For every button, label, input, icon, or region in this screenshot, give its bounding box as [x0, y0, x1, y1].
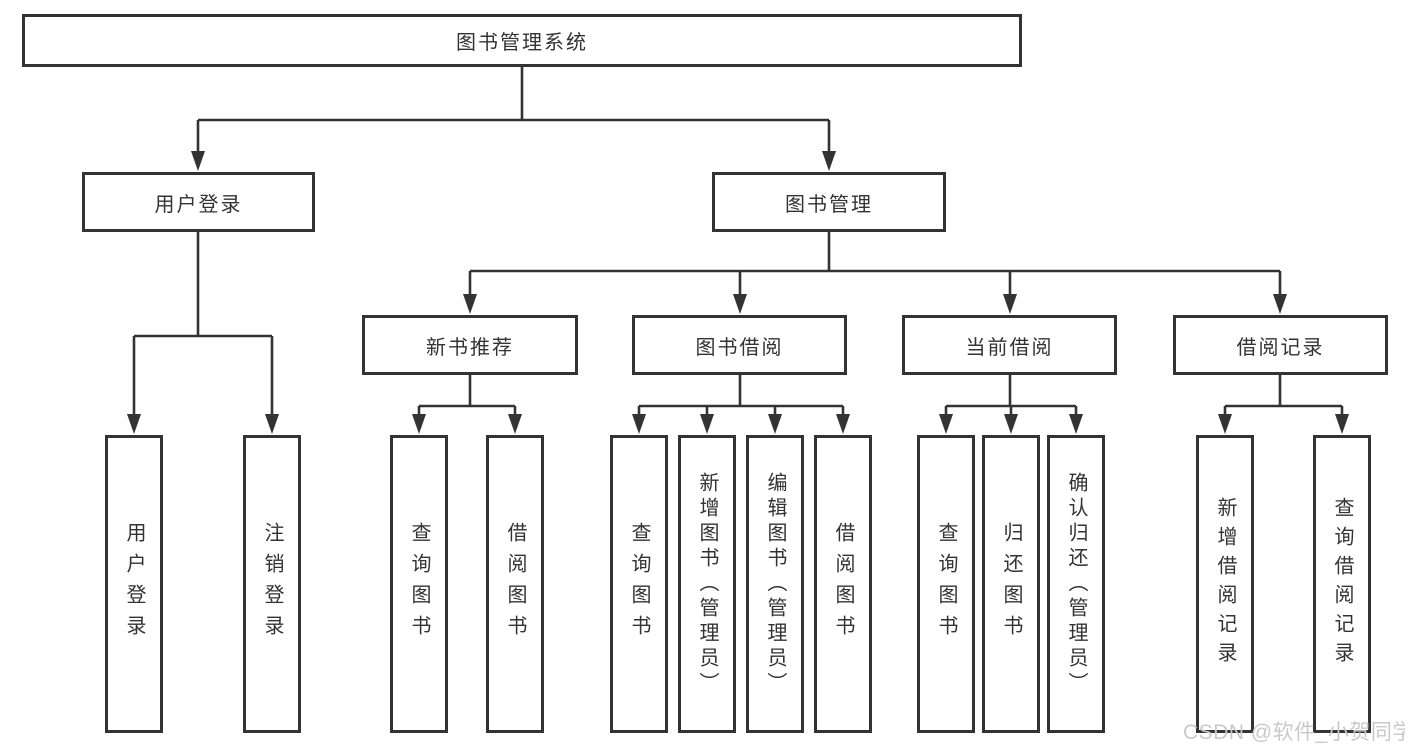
leaf-edit-books-admin: 编辑图书（管理员） — [746, 435, 804, 733]
node-label: 借阅记录 — [1236, 336, 1325, 359]
node-label: 新增借阅记录 — [1214, 497, 1236, 671]
node-new-book-recommend: 新书推荐 — [362, 315, 578, 375]
node-current-borrow: 当前借阅 — [902, 315, 1117, 375]
node-label: 确认归还（管理员） — [1065, 471, 1087, 697]
node-label: 借阅图书 — [504, 522, 526, 646]
node-label: 图书借阅 — [695, 336, 784, 359]
node-root-book-management-system: 图书管理系统 — [22, 14, 1022, 67]
node-label: 图书管理系统 — [456, 32, 588, 54]
node-user-login: 用户登录 — [82, 172, 315, 232]
node-label: 查询图书 — [628, 522, 650, 646]
node-label: 用户登录 — [154, 193, 243, 216]
node-label: 归还图书 — [1000, 522, 1022, 646]
node-label: 编辑图书（管理员） — [764, 471, 786, 697]
watermark: CSDN @软件_小贺同学 — [1183, 721, 1405, 744]
node-label: 查询图书 — [408, 522, 430, 646]
node-book-borrow: 图书借阅 — [632, 315, 847, 375]
leaf-query-books-recommend: 查询图书 — [390, 435, 448, 733]
leaf-user-login: 用户登录 — [105, 435, 163, 733]
node-label: 借阅图书 — [832, 522, 854, 646]
node-book-management: 图书管理 — [712, 172, 946, 232]
leaf-logout: 注销登录 — [243, 435, 301, 733]
node-label: 查询图书 — [935, 522, 957, 646]
leaf-query-books-current: 查询图书 — [917, 435, 975, 733]
leaf-add-borrow-record: 新增借阅记录 — [1196, 435, 1254, 733]
node-label: 图书管理 — [785, 193, 873, 216]
node-label: 新书推荐 — [426, 336, 514, 359]
leaf-add-books-admin: 新增图书（管理员） — [678, 435, 736, 733]
node-label: 注销登录 — [261, 522, 283, 646]
node-label: 当前借阅 — [965, 336, 1054, 359]
leaf-borrow-books-recommend: 借阅图书 — [486, 435, 544, 733]
node-label: 新增图书（管理员） — [696, 471, 718, 697]
leaf-confirm-return-admin: 确认归还（管理员） — [1047, 435, 1105, 733]
node-label: 用户登录 — [123, 522, 145, 646]
node-borrow-records: 借阅记录 — [1173, 315, 1388, 375]
leaf-query-borrow-record: 查询借阅记录 — [1313, 435, 1371, 733]
leaf-query-books-borrow: 查询图书 — [610, 435, 668, 733]
node-label: 查询借阅记录 — [1331, 497, 1353, 671]
arrowhead-icons — [127, 151, 1349, 434]
leaf-borrow-books: 借阅图书 — [814, 435, 872, 733]
leaf-return-books: 归还图书 — [982, 435, 1040, 733]
